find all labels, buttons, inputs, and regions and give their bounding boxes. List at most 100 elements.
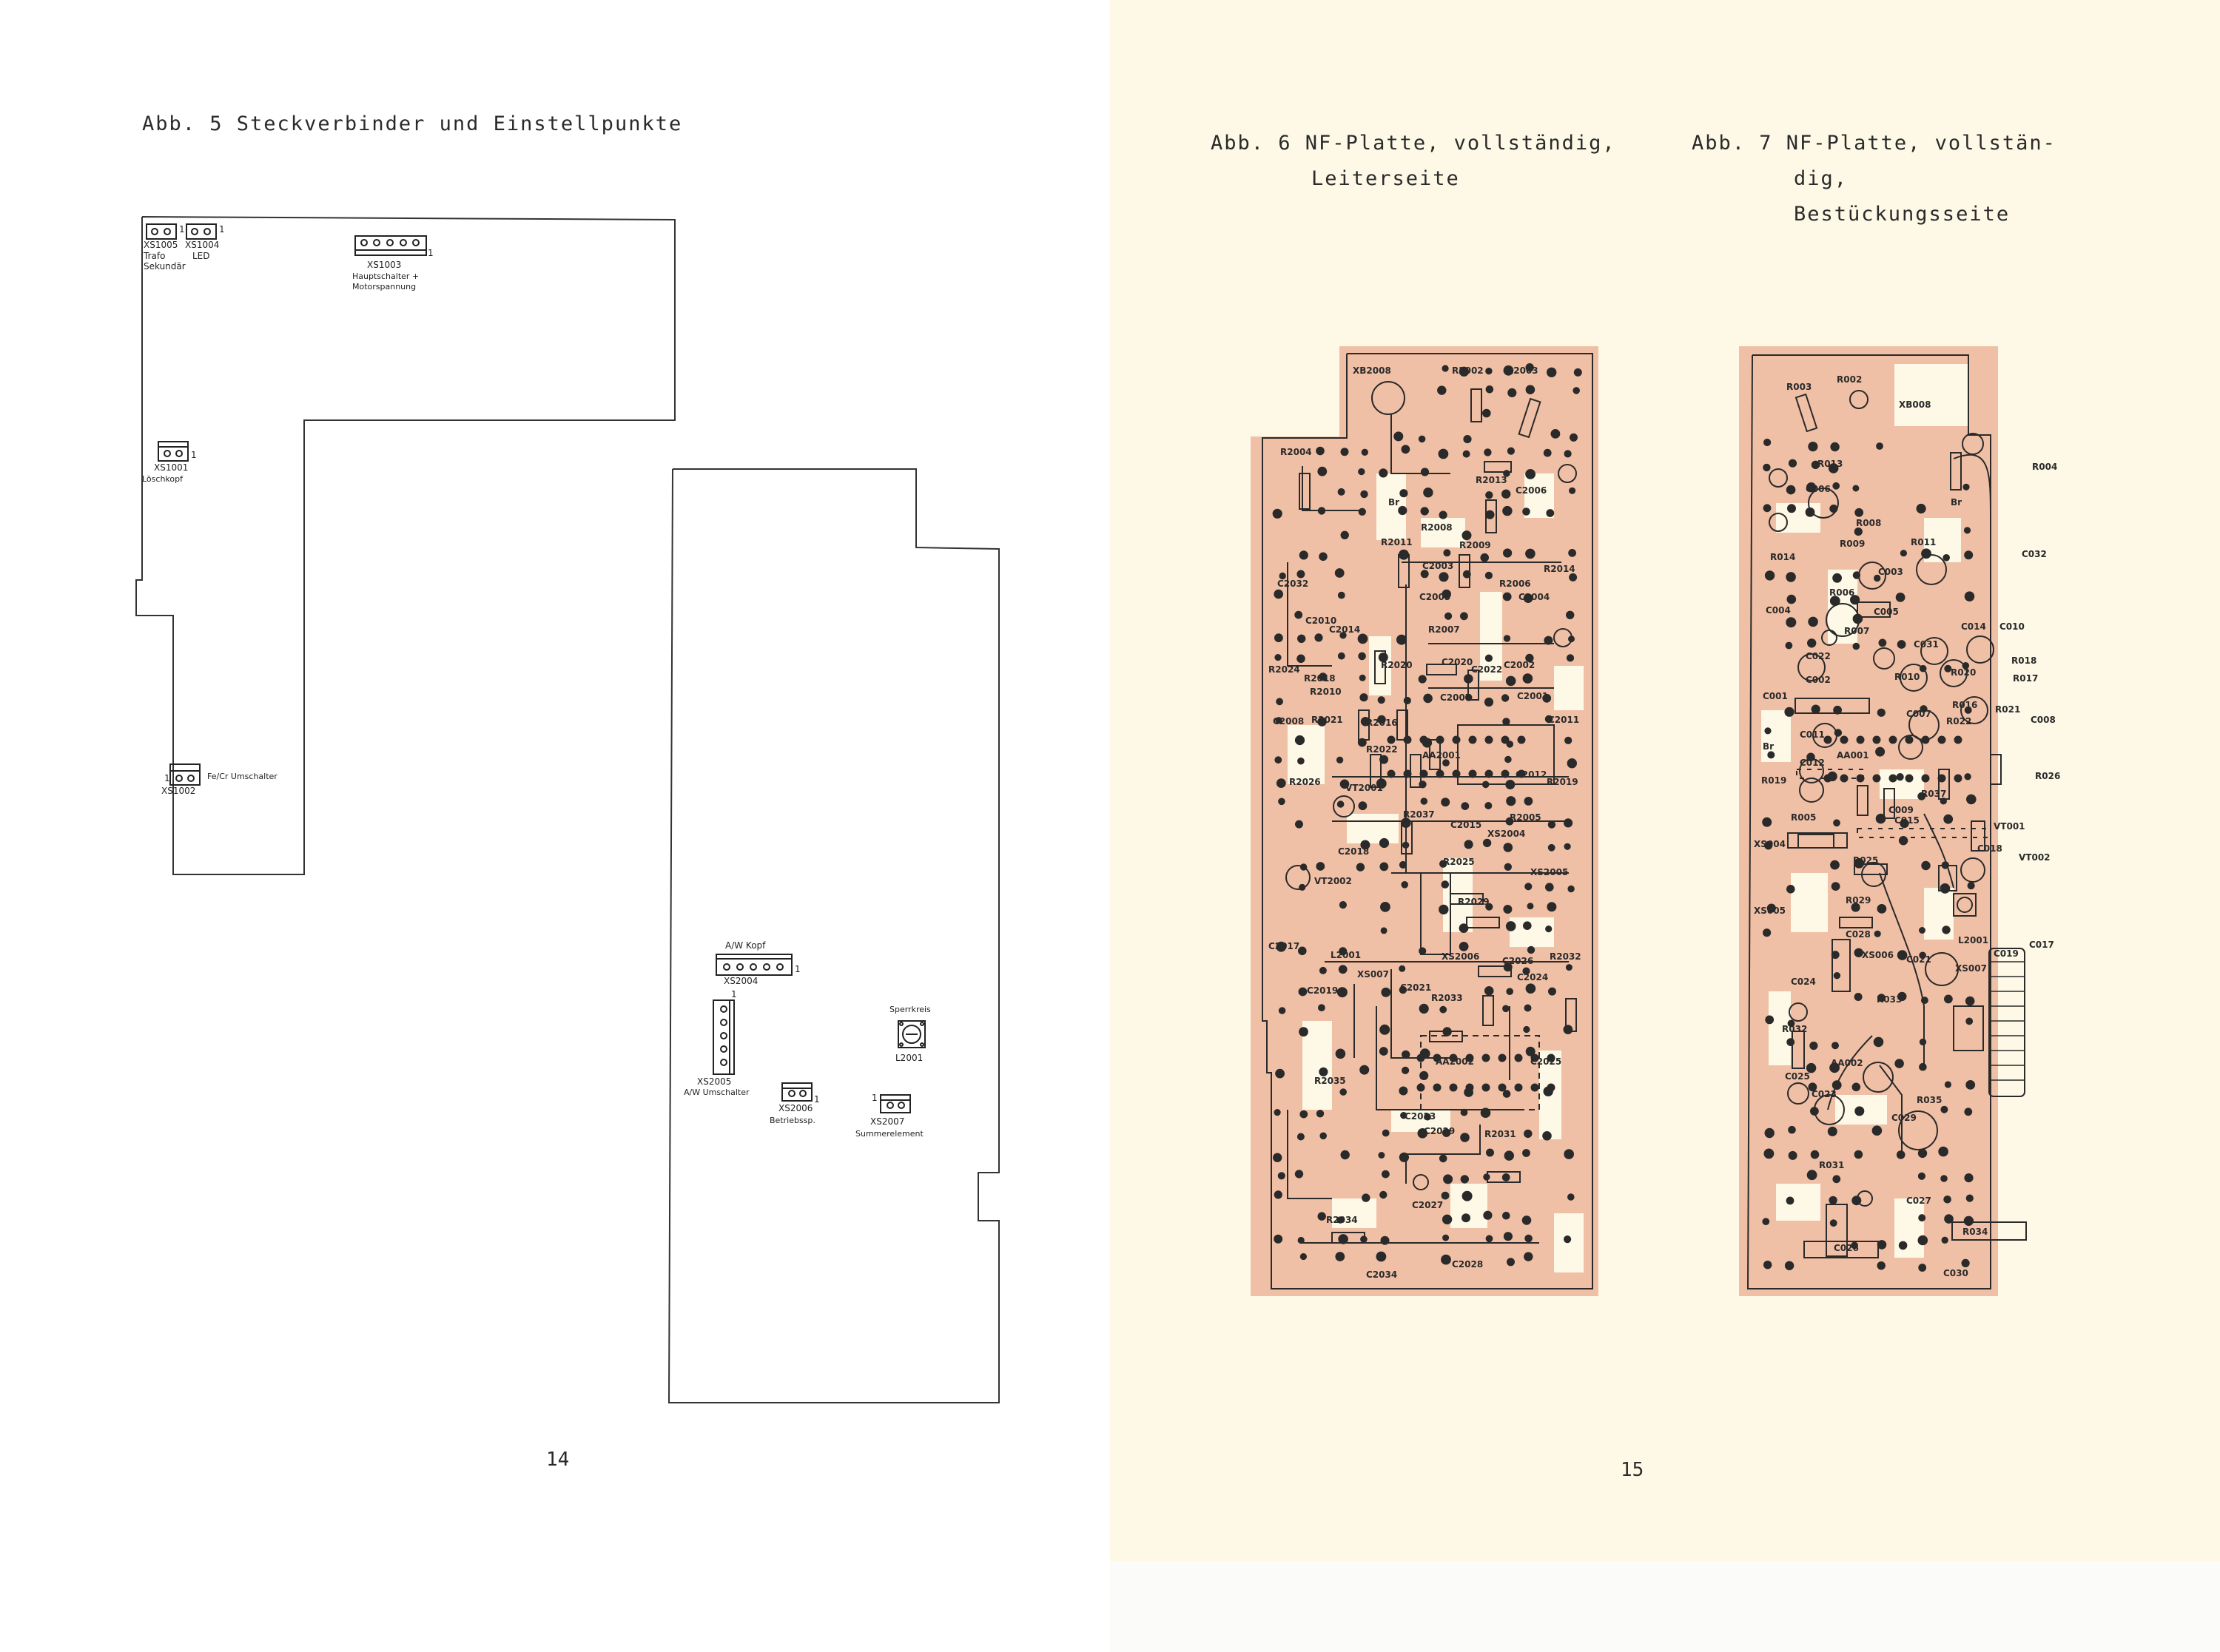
solder-pad	[1900, 550, 1907, 557]
ic-pin-pad	[1449, 1083, 1458, 1092]
b6-label-r2033: R2033	[1431, 993, 1463, 1003]
solder-pad	[1399, 860, 1407, 869]
b6-label-r2019: R2019	[1547, 777, 1578, 787]
solder-pad	[1787, 1019, 1795, 1028]
solder-pad	[1788, 459, 1797, 468]
solder-pad	[1399, 965, 1406, 972]
b7-label-r029: R029	[1846, 895, 1871, 906]
b6-label-r2016: R2016	[1366, 718, 1398, 728]
b7-label-c014: C014	[1961, 621, 1986, 632]
solder-pad	[1505, 675, 1516, 687]
solder-pad	[1806, 1170, 1817, 1181]
solder-pad	[1317, 466, 1328, 476]
b6-label-c2003: C2003	[1422, 561, 1454, 571]
solder-pad	[1340, 448, 1349, 456]
solder-pad	[1854, 1150, 1863, 1159]
b6-label-r2014: R2014	[1544, 564, 1575, 574]
b7-label-r005: R005	[1791, 812, 1817, 823]
solder-pad	[1501, 694, 1510, 702]
solder-pad	[1786, 617, 1797, 628]
solder-pad	[1398, 505, 1407, 516]
solder-pad	[1896, 1150, 1906, 1159]
solder-pad	[1379, 862, 1389, 871]
solder-pad	[1963, 1216, 1974, 1227]
solder-pad	[1548, 987, 1556, 996]
solder-pad	[1484, 654, 1493, 662]
solder-pad	[1402, 841, 1410, 849]
solder-pad	[1336, 1216, 1344, 1224]
solder-pad	[1898, 1241, 1908, 1250]
solder-pad	[1873, 1036, 1884, 1048]
solder-pad	[1564, 1235, 1572, 1244]
solder-pad	[1337, 652, 1345, 660]
solder-pad	[1854, 527, 1863, 536]
solder-pad	[1463, 435, 1472, 444]
solder-pad	[1506, 796, 1516, 806]
ic-pin-pad	[1517, 769, 1526, 778]
b7-label-c030: C030	[1943, 1268, 1968, 1278]
solder-pad	[1423, 693, 1433, 704]
b7-label-c032: C032	[2022, 549, 2047, 559]
solder-pad	[1338, 1234, 1348, 1244]
solder-pad	[1439, 572, 1449, 582]
b6-label-r2010: R2010	[1310, 687, 1342, 697]
solder-pad	[1503, 843, 1513, 852]
solder-pad	[1830, 442, 1840, 452]
xs1002-desc: Fe/Cr Umschalter	[207, 772, 278, 781]
solder-pad	[1505, 921, 1516, 931]
ic-pin-pad	[1416, 1053, 1425, 1062]
b7-label-c009: C009	[1888, 805, 1914, 815]
b7-label-aa001: AA001	[1837, 750, 1869, 761]
ic-pin-pad	[1481, 1083, 1490, 1092]
ic-pin-pad	[1419, 735, 1428, 744]
ic-pin-pad	[1484, 735, 1493, 744]
solder-pad	[1294, 735, 1305, 746]
solder-pad	[1503, 548, 1513, 558]
board-7-copper	[1739, 346, 1998, 1296]
solder-pad	[1941, 1236, 1948, 1244]
b6-label-c2006: C2006	[1516, 485, 1547, 496]
b7-label-c015: C015	[1894, 815, 1920, 826]
solder-pad	[1564, 843, 1571, 850]
solder-pad	[1484, 986, 1494, 996]
solder-pad	[1502, 592, 1512, 601]
b6-label-c2019: C2019	[1307, 985, 1339, 996]
b6-label-r2032: R2032	[1550, 951, 1581, 962]
solder-pad	[1572, 387, 1580, 394]
solder-pad	[1319, 1132, 1327, 1140]
b7-label-c007: C007	[1906, 709, 1931, 719]
b6-label-c2026: C2026	[1502, 956, 1534, 966]
solder-pad	[1806, 482, 1817, 493]
ic-pin-pad	[1856, 735, 1865, 744]
solder-pad	[1807, 638, 1817, 648]
solder-pad	[1921, 548, 1931, 559]
solder-pad	[1339, 632, 1347, 639]
solder-pad	[1894, 1059, 1904, 1068]
solder-pad	[1335, 1252, 1345, 1261]
b7-label-c001: C001	[1763, 691, 1788, 701]
solder-pad	[1547, 843, 1555, 852]
xs1004-desc: LED	[192, 251, 210, 261]
figure-7-caption-line-1: Abb. 7 NF-Platte, vollstän-	[1692, 132, 2056, 155]
solder-pad	[1963, 527, 1971, 534]
solder-pad	[1920, 997, 1928, 1005]
left-page	[0, 0, 1110, 1652]
solder-pad	[1502, 1211, 1510, 1220]
solder-pad	[1564, 450, 1572, 458]
solder-pad	[1277, 1172, 1285, 1180]
solder-pad	[1297, 1236, 1305, 1244]
solder-pad	[1943, 1196, 1951, 1204]
solder-pad	[1296, 570, 1305, 579]
xs1002-pin-label: 1	[164, 773, 170, 783]
ic-pin-pad	[1517, 735, 1526, 744]
b7-label-c023: C023	[1812, 1089, 1837, 1099]
xs2005-desc: A/W Umschalter	[684, 1088, 750, 1097]
ic-pin-pad	[1416, 1083, 1425, 1092]
solder-pad	[1877, 904, 1887, 914]
solder-pad	[1917, 792, 1926, 800]
solder-pad	[1507, 447, 1516, 455]
solder-pad	[1564, 736, 1572, 745]
solder-pad	[1544, 715, 1553, 724]
solder-pad	[1275, 1068, 1285, 1079]
b6-label-c2001: C2001	[1517, 691, 1549, 701]
